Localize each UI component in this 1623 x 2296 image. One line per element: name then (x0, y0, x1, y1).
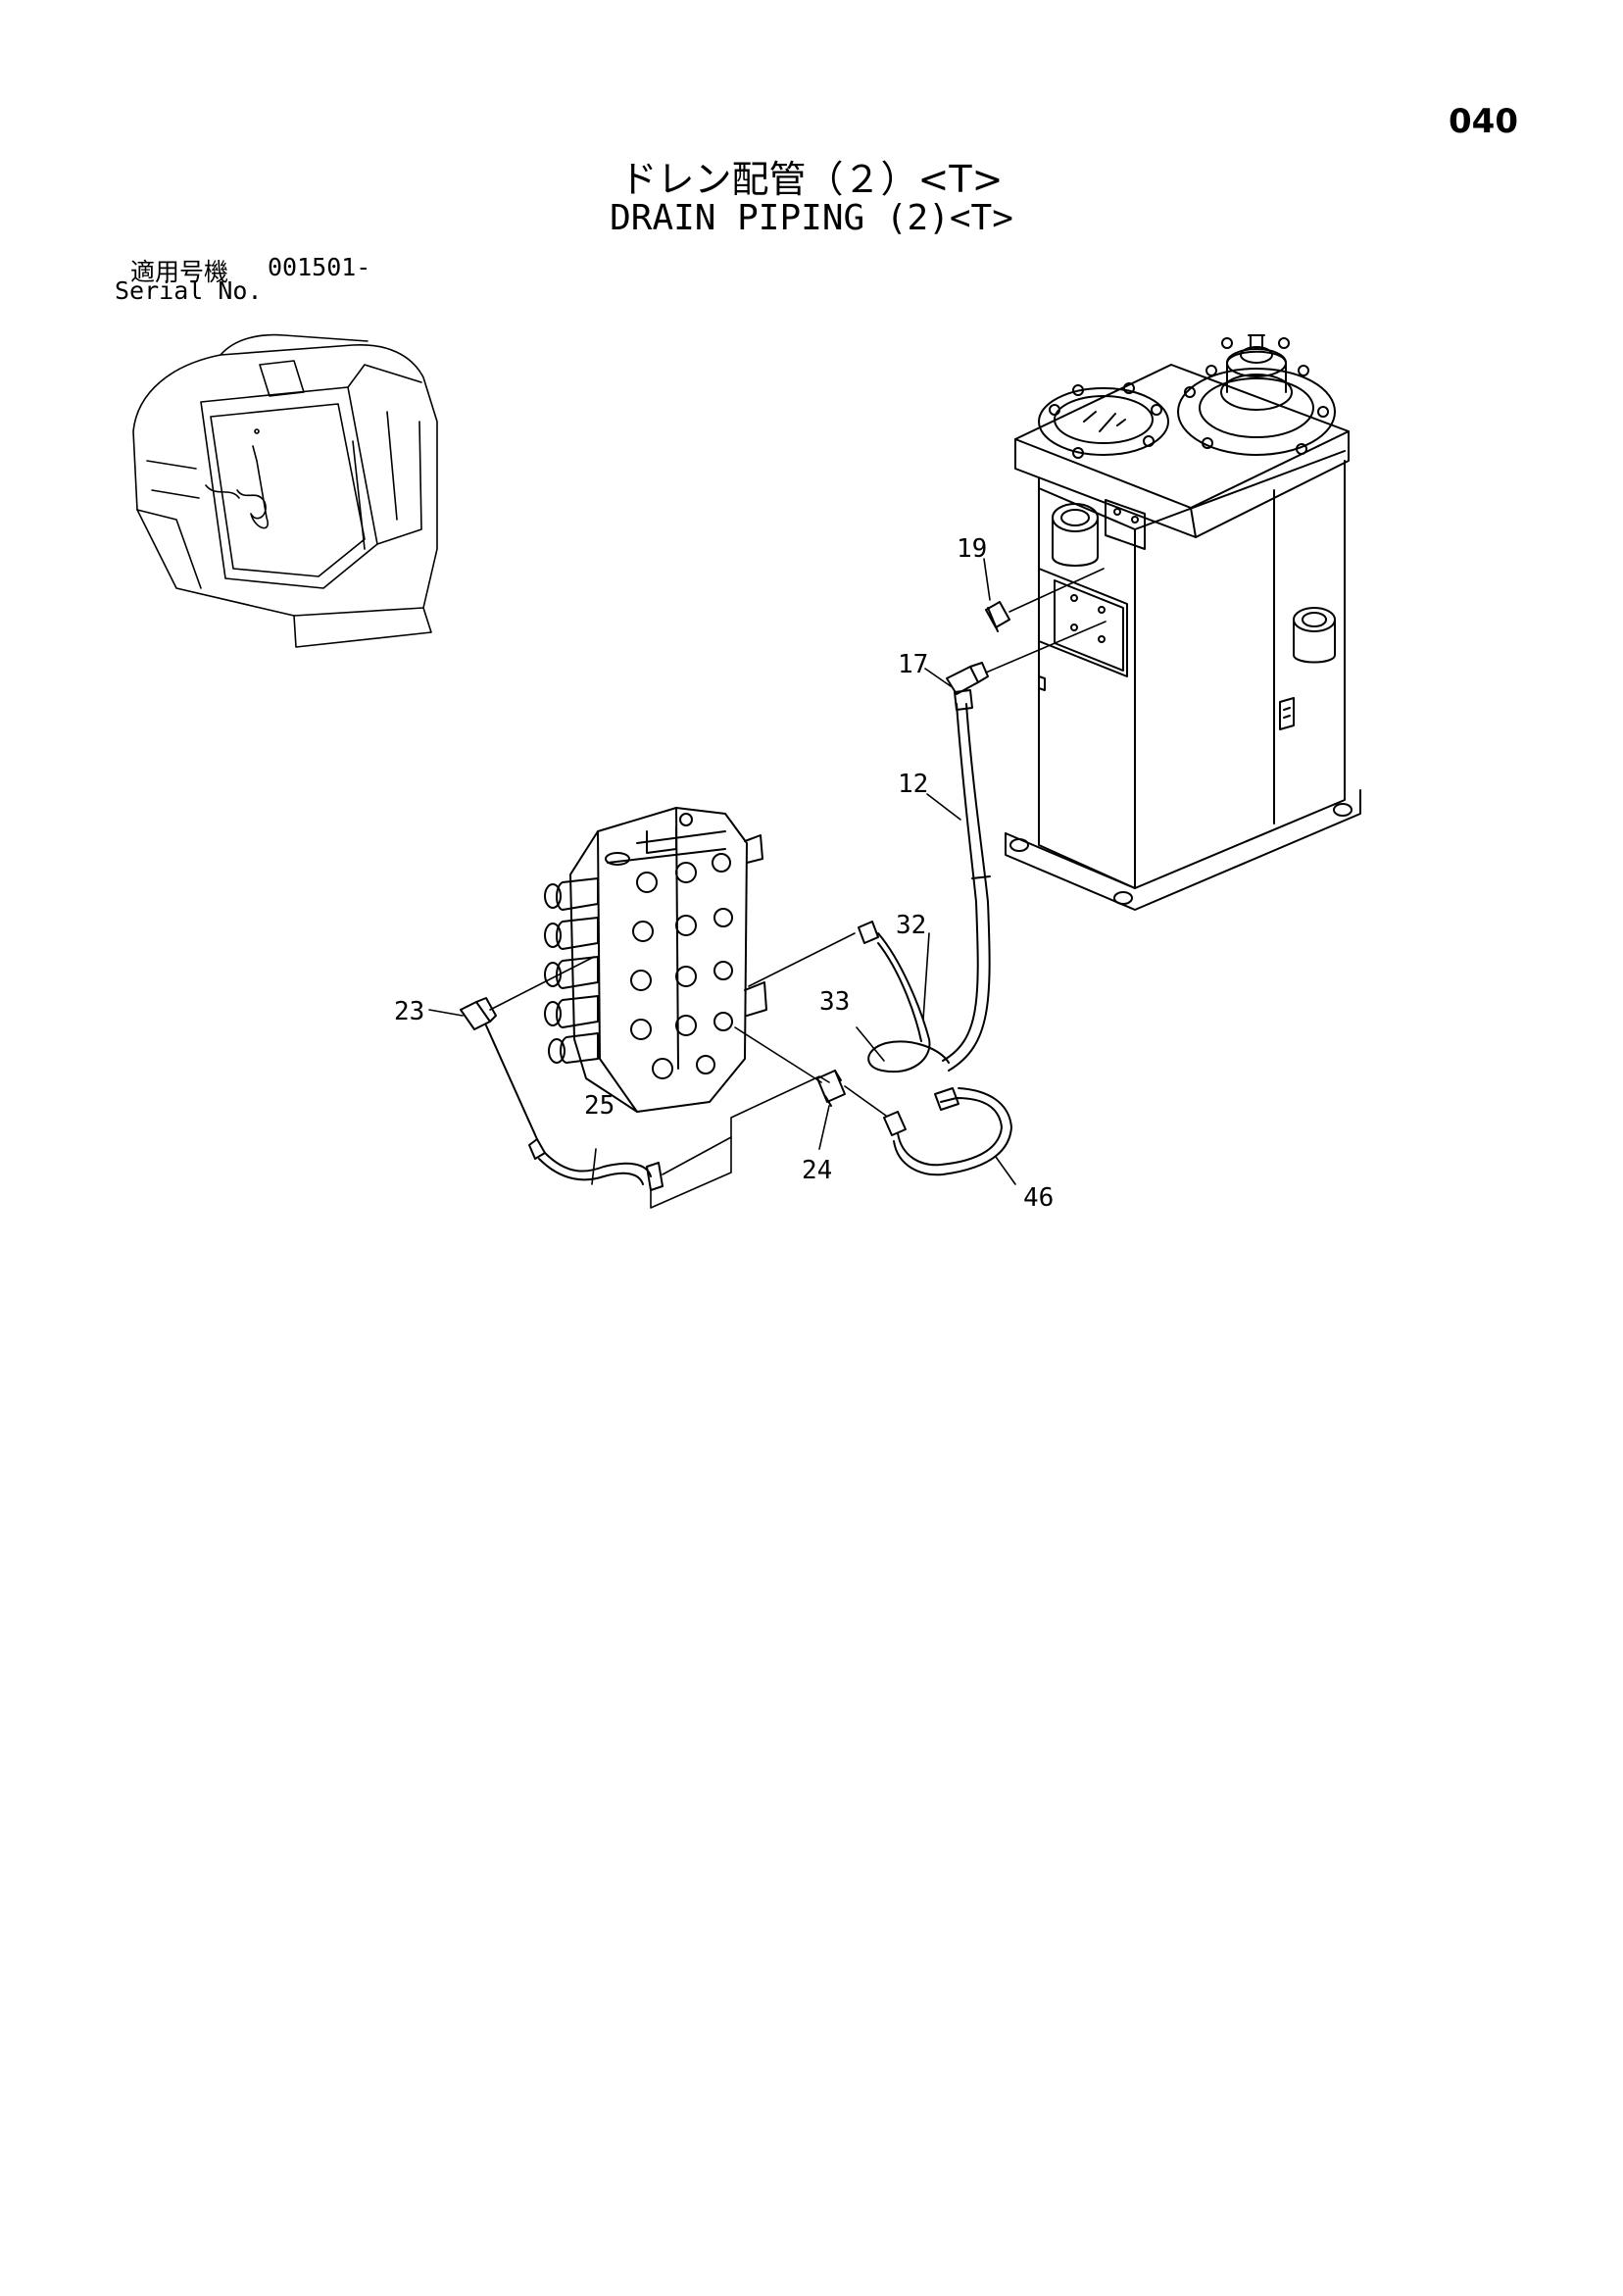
callout-12: 12 (898, 770, 928, 799)
serial-label-japanese: 適用号機 (130, 258, 229, 286)
fitting-23 (460, 956, 595, 1030)
callout-32: 32 (896, 911, 926, 940)
callout-19: 19 (957, 534, 987, 564)
fitting-17 (946, 621, 1107, 695)
page-title-japanese: ドレン配管（２）<T> (619, 158, 1004, 201)
tube-25 (485, 1024, 830, 1209)
serial-label-english: Serial No. (115, 276, 263, 305)
callout-33: 33 (819, 987, 850, 1017)
page-title-english: DRAIN PIPING (2)<T> (610, 198, 1013, 238)
callout-17: 17 (898, 650, 928, 679)
hose-12 (942, 689, 991, 1072)
callout-25: 25 (584, 1091, 615, 1121)
cab-key-map-thumbnail (132, 333, 438, 648)
tee-24 (734, 1026, 887, 1117)
hose-46 (883, 1087, 1012, 1176)
page-number: 040 (1449, 102, 1518, 141)
serial-number-range: 001501- (268, 253, 371, 281)
control-valve (544, 807, 767, 1113)
callout-leaders (428, 558, 1016, 1185)
hydraulic-tank (1005, 334, 1361, 911)
callout-24: 24 (802, 1156, 832, 1185)
plug-19 (985, 568, 1105, 632)
hose-32 (748, 921, 950, 1073)
callout-23: 23 (394, 997, 424, 1026)
callout-46: 46 (1023, 1183, 1054, 1213)
